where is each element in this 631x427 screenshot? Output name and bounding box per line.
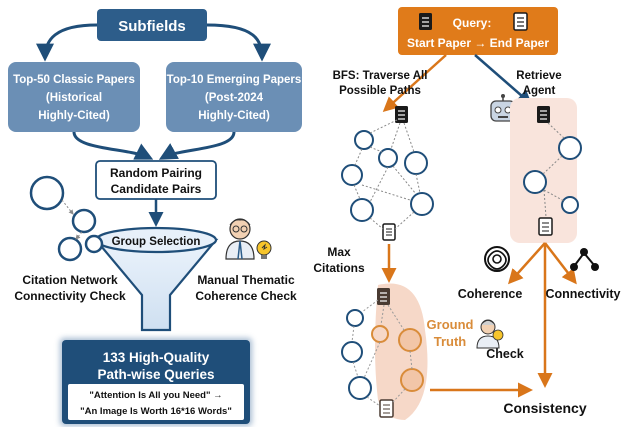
ground-truth-sub: Truth [434,334,467,349]
queries-title: 133 High-Quality [103,350,210,365]
query-start-end: Start Paper → End Paper [407,36,549,50]
query-label: Query: [453,16,492,30]
agent-graph [523,106,582,236]
arrow-to-coherence [507,242,546,285]
example-query-start: "Attention Is All you Need" → [89,390,222,401]
bfs-start-doc-icon [395,106,408,123]
citation-network-graph [29,175,104,262]
consistency-label: Consistency [503,400,586,416]
arrow-to-emerging [206,23,271,62]
classic-papers-box [8,62,140,132]
gt-end-doc-icon [379,399,394,418]
arrow-classic-to-pairing [72,131,154,160]
funnel: Group Selection [93,226,219,332]
reviewer-person-icon [476,319,504,349]
agent-start-doc-icon [537,106,550,123]
bfs-graph [341,106,434,241]
queries-sub: Path-wise Queries [97,367,214,382]
graph-connectivity-icon [570,248,599,271]
bfs-sub: Possible Paths [339,85,421,97]
classic-papers-title: Top-50 Classic Papers [13,74,135,86]
random-pairing-sub: Candidate Pairs [111,182,202,196]
classic-papers-sub1: (Historical [46,92,102,104]
connectivity-label: Connectivity [545,287,620,301]
left-panel: Subfields Top-50 Classic Papers (Histori… [8,9,302,426]
bfs-end-doc-icon [382,223,396,241]
emerging-papers-sub2: Highly-Cited) [198,110,270,122]
check-label: Check [486,347,524,361]
citation-check-sub: Connectivity Check [14,289,126,303]
example-query-end: "An Image Is Worth 16*16 Words" [80,406,232,417]
subfields-box [97,9,207,41]
arrow-to-classic [36,23,98,62]
bfs-title: BFS: Traverse All [333,70,428,82]
retrieve-title: Retrieve [516,70,561,82]
group-selection-label: Group Selection [112,236,201,248]
arrow-to-connectivity [544,242,577,285]
thematic-check-sub: Coherence Check [195,289,297,303]
document-icon [419,13,432,30]
document-outline-icon [513,12,528,31]
ground-truth-title: Ground [427,317,474,332]
random-pairing-title: Random Pairing [110,166,202,180]
arrow-query-to-agent [474,54,533,105]
right-panel: Query: Start Paper → End Paper BFS: Trav… [313,7,621,420]
emerging-papers-box [166,62,302,132]
max-citations-sub: Citations [313,261,365,275]
lightbulb-icon [256,240,272,259]
thematic-check-title: Manual Thematic [197,273,295,287]
subfields-label: Subfields [118,18,186,35]
arrow-emerging-to-pairing [158,131,236,160]
openai-logo-icon [484,246,510,272]
emerging-papers-sub1: (Post-2024 [205,92,264,104]
example-query-box [68,384,244,420]
arrow-query-to-bfs [382,54,447,113]
agent-end-doc-icon [538,217,553,236]
retrieve-sub: Agent [523,85,556,97]
ground-truth-graph [341,283,428,420]
max-citations-title: Max [327,245,351,259]
expert-person-icon [225,218,255,260]
coherence-label: Coherence [458,287,523,301]
classic-papers-sub2: Highly-Cited) [38,110,110,122]
emerging-papers-title: Top-10 Emerging Papers [167,74,302,86]
gt-start-doc-icon [377,288,390,305]
citation-check-title: Citation Network [22,273,118,287]
